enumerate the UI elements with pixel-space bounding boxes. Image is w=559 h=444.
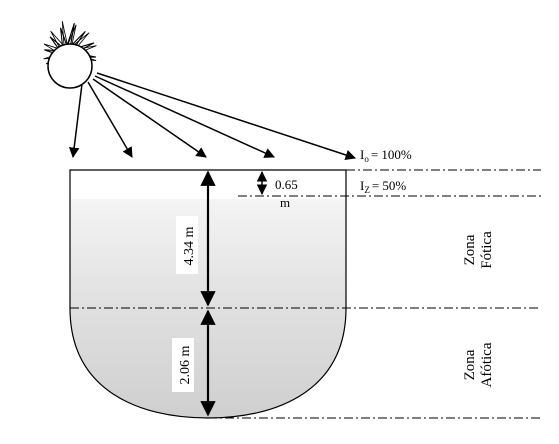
- photic-zone-label: Zona Fótica: [462, 231, 495, 269]
- photic-depth-label: 4.34 m: [182, 226, 197, 265]
- ray-2: [87, 81, 133, 158]
- svg-text:Zona: Zona: [462, 234, 478, 265]
- sun-icon: [43, 21, 97, 89]
- half-intensity-label: IZ= 50%: [360, 178, 406, 195]
- svg-text:Zona: Zona: [462, 349, 478, 380]
- ray-4: [94, 75, 275, 158]
- svg-text:Afótica: Afótica: [479, 342, 495, 387]
- half-depth-value: 0.65: [275, 177, 298, 192]
- sun-rays: [68, 72, 356, 161]
- surface-intensity-label: Io= 100%: [360, 147, 412, 164]
- aphotic-depth-label: 2.06 m: [178, 345, 193, 384]
- aphotic-depth-label-bg: [172, 338, 194, 392]
- half-depth-unit: m: [280, 195, 290, 210]
- aphotic-zone-label: Zona Afótica: [462, 342, 495, 387]
- svg-text:Fótica: Fótica: [479, 231, 495, 269]
- photic-depth-label-bg: [176, 216, 198, 274]
- ray-3: [92, 78, 207, 158]
- ray-5: [96, 72, 356, 161]
- ray-1: [68, 83, 83, 159]
